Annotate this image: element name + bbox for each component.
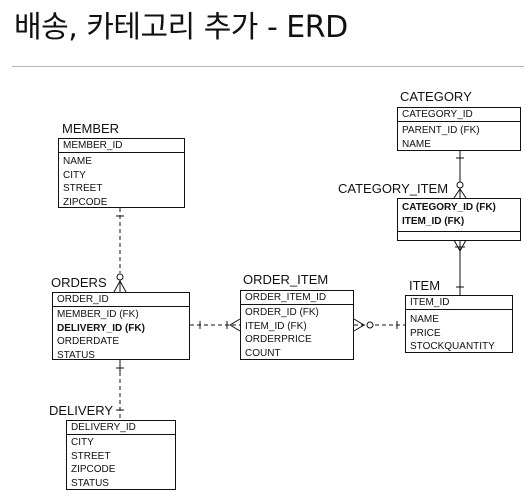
- member-attr: NAME: [63, 156, 92, 167]
- member-entity: MEMBER_ID NAME CITY STREET ZIPCODE: [58, 138, 185, 208]
- item-entity-label: ITEM: [409, 278, 441, 293]
- orderitem-pk: ORDER_ITEM_ID: [241, 291, 353, 305]
- category-pk: CATEGORY_ID: [398, 108, 520, 122]
- delivery-pk: DELIVERY_ID: [67, 421, 175, 435]
- orderitem-item-relationship: [353, 318, 405, 332]
- categoryitem-entity: CATEGORY_ID (FK) ITEM_ID (FK): [397, 198, 521, 241]
- title-divider: [12, 66, 524, 67]
- delivery-attr: CITY: [71, 437, 94, 448]
- item-attr: PRICE: [410, 327, 441, 339]
- member-orders-relationship: [113, 208, 127, 293]
- delivery-entity: DELIVERY_ID CITY STREET ZIPCODE STATUS: [66, 420, 176, 490]
- orders-orderitem-relationship: [190, 318, 241, 332]
- categoryitem-entity-label: CATEGORY_ITEM: [338, 181, 449, 196]
- item-attr: STOCKQUANTITY: [410, 341, 495, 352]
- category-categoryitem-relationship: [453, 150, 467, 199]
- orders-entity: ORDER_ID MEMBER_ID (FK) DELIVERY_ID (FK)…: [52, 292, 190, 361]
- category-attr: PARENT_ID (FK): [402, 125, 480, 136]
- delivery-attr: STATUS: [71, 477, 109, 489]
- orderitem-attr: ORDER_ID (FK): [245, 307, 319, 318]
- member-attr: ZIPCODE: [63, 196, 108, 208]
- orders-attr: ORDERDATE: [57, 336, 120, 347]
- orders-attr: DELIVERY_ID (FK): [57, 322, 145, 334]
- orderitem-attr: COUNT: [245, 347, 281, 359]
- orders-entity-label: ORDERS: [51, 275, 107, 290]
- orders-attr: STATUS: [57, 349, 95, 361]
- orderitem-entity-label: ORDER_ITEM: [243, 272, 329, 287]
- orders-delivery-relationship: [116, 360, 124, 420]
- delivery-attr: STREET: [71, 450, 111, 462]
- member-attr: CITY: [63, 169, 86, 181]
- orders-attr: MEMBER_ID (FK): [57, 309, 139, 320]
- orderitem-attr: ORDERPRICE: [245, 334, 312, 345]
- orderitem-attr: ITEM_ID (FK): [245, 320, 307, 332]
- item-pk: ITEM_ID: [406, 296, 512, 310]
- member-pk: MEMBER_ID: [59, 139, 184, 153]
- orders-pk: ORDER_ID: [53, 293, 189, 307]
- member-attr: STREET: [63, 183, 103, 194]
- categoryitem-item-relationship: [453, 239, 467, 295]
- orderitem-entity: ORDER_ITEM_ID ORDER_ID (FK) ITEM_ID (FK)…: [240, 290, 354, 360]
- category-entity: CATEGORY_ID PARENT_ID (FK) NAME: [397, 107, 521, 151]
- categoryitem-pk-attr: CATEGORY_ID (FK): [402, 202, 496, 213]
- category-entity-label: CATEGORY: [400, 89, 472, 104]
- member-entity-label: MEMBER: [62, 121, 120, 136]
- item-attr: NAME: [410, 314, 439, 325]
- page-title: 배송, 카테고리 추가 - ERD: [14, 10, 348, 45]
- delivery-attr: ZIPCODE: [71, 464, 116, 475]
- category-attr: NAME: [402, 138, 431, 150]
- item-entity: ITEM_ID NAME PRICE STOCKQUANTITY: [405, 295, 513, 353]
- categoryitem-pk-attr: ITEM_ID (FK): [402, 215, 465, 227]
- delivery-entity-label: DELIVERY: [49, 403, 114, 418]
